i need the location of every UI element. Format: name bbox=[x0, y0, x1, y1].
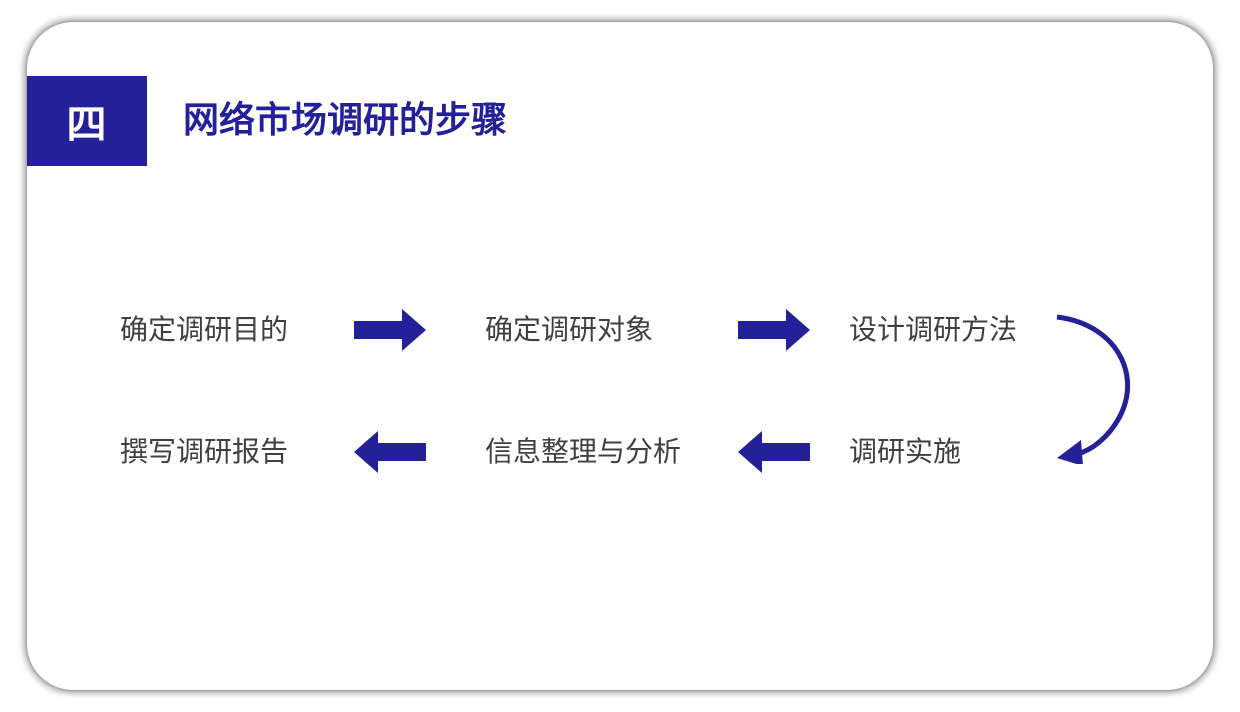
step-6: 撰写调研报告 bbox=[120, 435, 289, 468]
section-number-badge: 四 bbox=[27, 76, 147, 166]
step-4: 调研实施 bbox=[849, 435, 962, 468]
step-2: 确定调研对象 bbox=[485, 313, 654, 346]
arrow-left-icon bbox=[738, 431, 810, 473]
curved-arrow-icon bbox=[1053, 314, 1133, 464]
step-3: 设计调研方法 bbox=[849, 313, 1018, 346]
page-title: 网络市场调研的步骤 bbox=[183, 100, 508, 141]
arrow-right-icon bbox=[738, 309, 810, 351]
arrow-left-icon bbox=[354, 431, 426, 473]
step-1: 确定调研目的 bbox=[120, 313, 289, 346]
slide-card: 四 网络市场调研的步骤 确定调研目的 确定调研对象 设计调研方法 调研实施 bbox=[27, 22, 1213, 690]
step-5: 信息整理与分析 bbox=[485, 435, 682, 468]
arrow-right-icon bbox=[354, 309, 426, 351]
